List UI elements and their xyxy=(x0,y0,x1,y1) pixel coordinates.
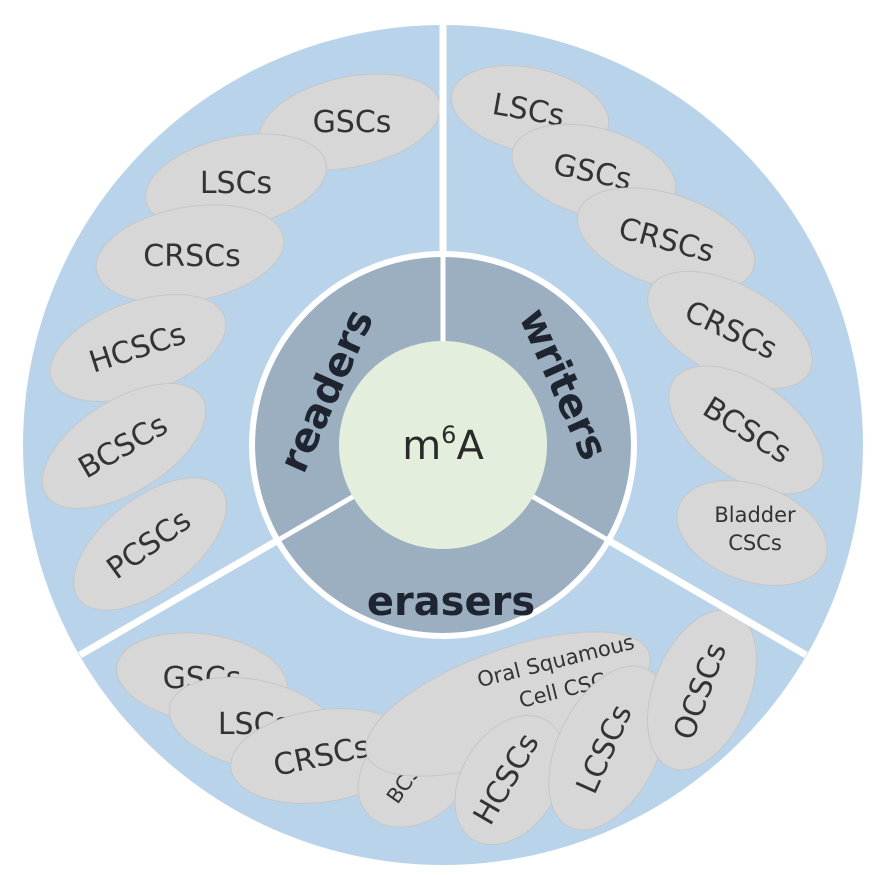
erasers-outer-section: GSCs LSCs CRSCs BCSCs Oral Squamous Cell… xyxy=(116,609,758,846)
center-circle xyxy=(339,341,547,549)
writers-outer-section: LSCs GSCs CRSCs CRSCs BCSCs Bladder CSCs xyxy=(450,65,828,586)
inner-divider-writers-erasers xyxy=(528,492,608,542)
center-label: m6A xyxy=(402,421,484,469)
writers-bladder-label-line1: Bladder xyxy=(714,503,796,527)
writers-petal xyxy=(668,365,824,495)
readers-item-label: GSCs xyxy=(313,105,392,140)
readers-item-label: LSCs xyxy=(200,166,272,201)
inner-ring-border xyxy=(249,251,637,639)
readers-petal xyxy=(73,477,227,611)
divider-writers-erasers xyxy=(604,535,808,659)
divider-erasers-readers xyxy=(78,535,282,659)
erasers-petal xyxy=(454,714,566,846)
readers-item-label: CRSCs xyxy=(143,239,240,274)
inner-divider-erasers-readers xyxy=(278,492,358,542)
writers-bladder-label-line2: CSCs xyxy=(728,531,782,555)
writers-petal xyxy=(576,187,756,293)
section-dividers xyxy=(78,25,808,659)
readers-outer-section: GSCs LSCs CRSCs HCSCs BCSCs PCSCs xyxy=(41,73,441,611)
center-label-superscript: 6 xyxy=(441,421,456,449)
erasers-petal xyxy=(548,665,668,831)
center-label-base: m xyxy=(402,423,441,469)
erasers-label: erasers xyxy=(367,579,535,625)
writers-petal xyxy=(676,480,828,586)
center-label-tail: A xyxy=(456,423,484,469)
readers-petal xyxy=(41,383,207,509)
